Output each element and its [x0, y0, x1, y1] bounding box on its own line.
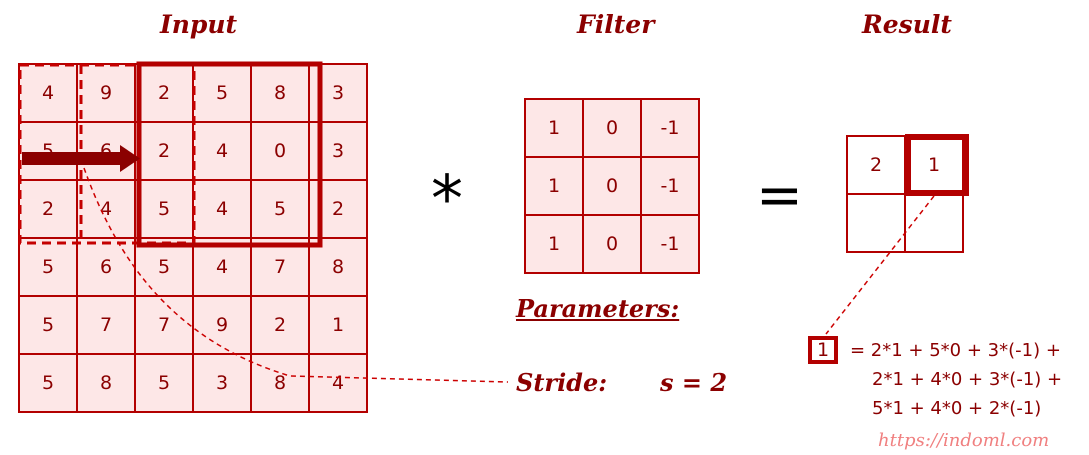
- input-cell-r6-c3: 5: [136, 355, 194, 413]
- input-cell-r2-c5: 0: [252, 123, 310, 181]
- stride-arrow-icon: [22, 145, 140, 172]
- filter-cell-r1-c2: 0: [584, 100, 642, 158]
- input-cell-r3-c4: 4: [194, 181, 252, 239]
- convolution-operator: *: [431, 163, 463, 237]
- input-cell-r3-c2: 4: [78, 181, 136, 239]
- calculation-result-box: 1: [808, 336, 838, 364]
- input-cell-r5-c2: 7: [78, 297, 136, 355]
- input-cell-r5-c4: 9: [194, 297, 252, 355]
- input-cell-r6-c6: 4: [310, 355, 368, 413]
- input-cell-r4-c1: 5: [20, 239, 78, 297]
- result-title: Result: [862, 10, 952, 39]
- input-cell-r4-c3: 5: [136, 239, 194, 297]
- calculation-line-1: = 2*1 + 5*0 + 3*(-1) +: [850, 340, 1061, 361]
- filter-cell-r2-c2: 0: [584, 158, 642, 216]
- filter-cell-r1-c1: 1: [526, 100, 584, 158]
- result-cell-r2-c1: [848, 195, 906, 253]
- first-window-outline: [18, 63, 196, 245]
- input-cell-r6-c4: 3: [194, 355, 252, 413]
- result-cell-r2-c2: [906, 195, 964, 253]
- input-cell-r6-c2: 8: [78, 355, 136, 413]
- stride-connector-line: [83, 167, 509, 383]
- input-cell-r3-c5: 5: [252, 181, 310, 239]
- input-cell-r4-c6: 8: [310, 239, 368, 297]
- input-cell-r5-c5: 2: [252, 297, 310, 355]
- input-cell-r3-c1: 2: [20, 181, 78, 239]
- calculation-line-3: 5*1 + 4*0 + 2*(-1): [872, 398, 1042, 419]
- filter-title: Filter: [577, 10, 655, 39]
- watermark: https://indoml.com: [878, 430, 1050, 451]
- stride-label: Stride:: [516, 368, 608, 397]
- result-connector-line: [825, 195, 935, 335]
- filter-cell-r3-c1: 1: [526, 216, 584, 274]
- second-window-outline: [136, 61, 323, 248]
- result-highlight-outline: [905, 134, 969, 196]
- input-cell-r6-c5: 8: [252, 355, 310, 413]
- input-cell-r2-c6: 3: [310, 123, 368, 181]
- input-cell-r3-c6: 2: [310, 181, 368, 239]
- input-cell-r1-c1: 4: [20, 65, 78, 123]
- stride-value: s = 2: [660, 368, 728, 397]
- input-cell-r4-c5: 7: [252, 239, 310, 297]
- input-cell-r5-c1: 5: [20, 297, 78, 355]
- input-cell-r1-c6: 3: [310, 65, 368, 123]
- input-cell-r1-c2: 9: [78, 65, 136, 123]
- input-cell-r2-c4: 4: [194, 123, 252, 181]
- input-title: Input: [160, 10, 238, 39]
- input-cell-r5-c6: 1: [310, 297, 368, 355]
- input-cell-r1-c5: 8: [252, 65, 310, 123]
- filter-cell-r2-c1: 1: [526, 158, 584, 216]
- filter-cell-r3-c2: 0: [584, 216, 642, 274]
- filter-cell-r1-c3: -1: [642, 100, 700, 158]
- filter-cell-r3-c3: -1: [642, 216, 700, 274]
- parameters-label: Parameters:: [516, 294, 680, 323]
- equals-operator: =: [756, 163, 803, 228]
- input-cell-r4-c4: 4: [194, 239, 252, 297]
- input-cell-r5-c3: 7: [136, 297, 194, 355]
- input-cell-r1-c4: 5: [194, 65, 252, 123]
- filter-cell-r2-c3: -1: [642, 158, 700, 216]
- calculation-line-2: 2*1 + 4*0 + 3*(-1) +: [872, 369, 1063, 390]
- input-cell-r6-c1: 5: [20, 355, 78, 413]
